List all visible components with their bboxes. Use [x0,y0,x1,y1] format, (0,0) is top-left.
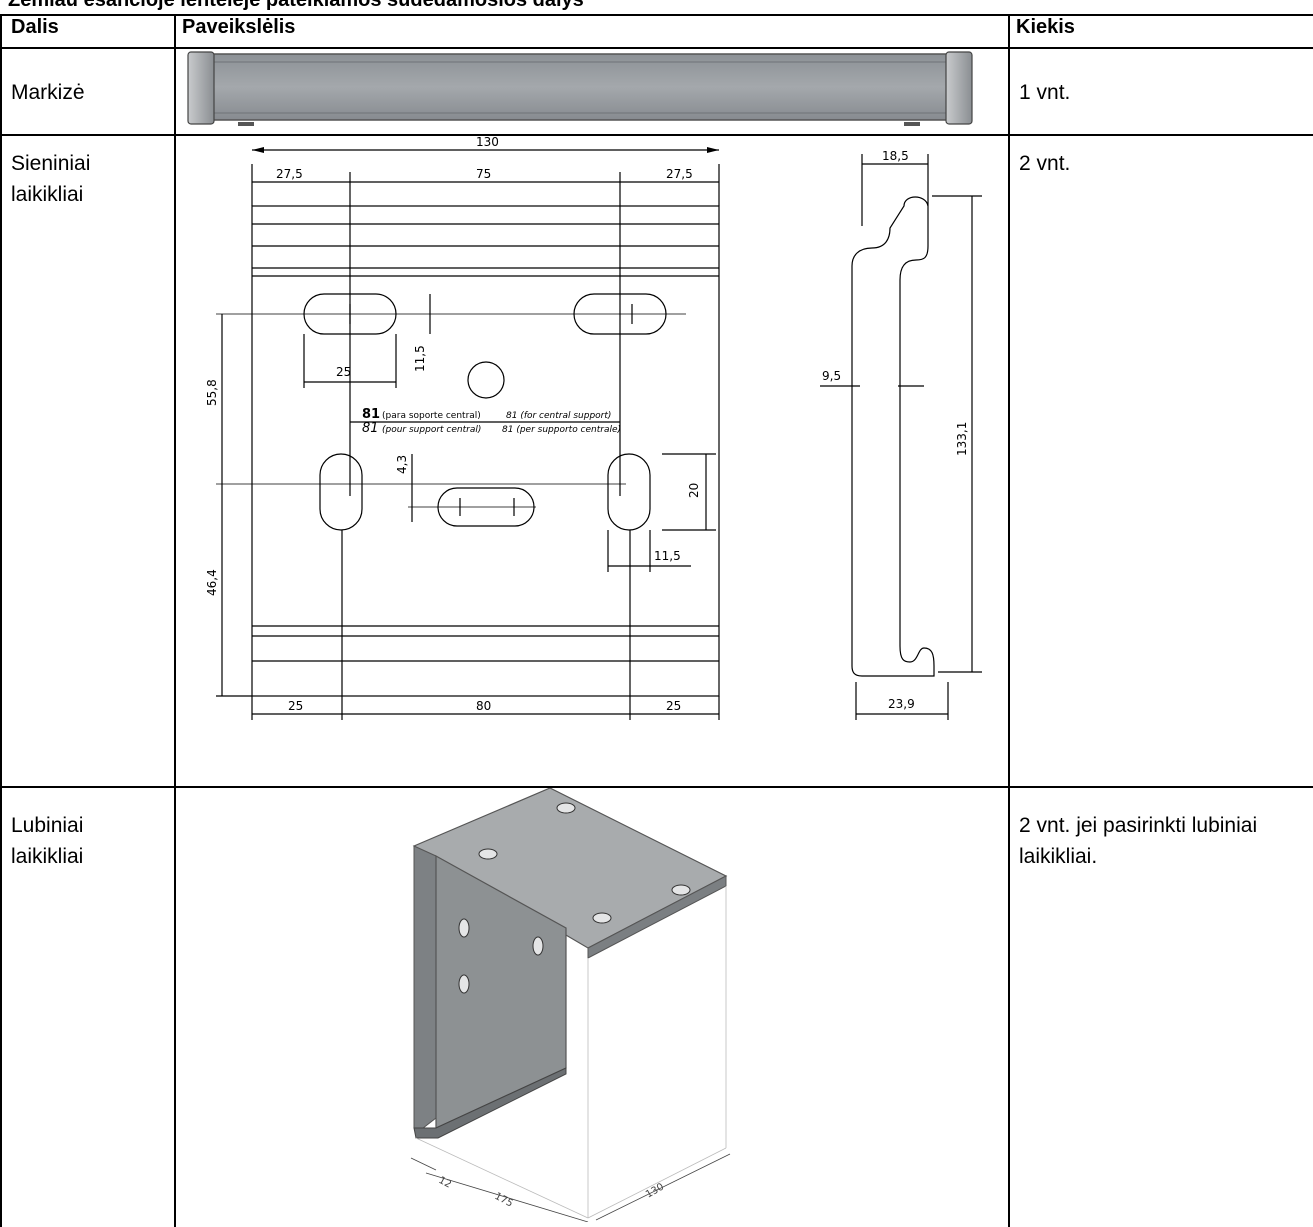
note-text-1a: (para soporte central) [382,411,481,421]
picture-cell [174,47,1010,136]
dim-width: 130 [476,136,499,149]
quantity: 1 vnt. [1008,47,1313,136]
note-num-1: 81 [362,407,380,422]
note-text-1b: 81 (for central support) [506,411,611,421]
note-text-2a: (pour support central) [382,425,481,435]
cut-off-heading: Žemiau esančioje lentelėje pateikiamos s… [8,0,584,11]
quantity-text: 2 vnt. [1019,152,1071,175]
dim-center-offset: 4,3 [395,455,409,474]
header-picture: Paveikslėlis [174,14,1010,49]
dim-hole-spacing: 75 [476,167,491,181]
dim-slot-width: 25 [336,365,351,379]
picture-cell: 12 175 130 [174,786,1010,1227]
part-name-text: Markizė [11,81,85,104]
quantity-text: 2 vnt. jei pasirinkti lubiniai laikiklia… [1019,814,1258,868]
dim-iso-length: 175 [493,1191,515,1210]
dim-profile-top: 18,5 [882,149,909,163]
header-part: Dalis [0,14,176,49]
dim-profile-bottom: 23,9 [888,697,915,711]
dim-profile-mid: 9,5 [822,369,841,383]
dim-vslot-width: 11,5 [654,549,681,563]
dim-bottom-right: 25 [666,699,681,713]
picture-cell: 130 27,5 75 27,5 [174,134,1010,788]
ceiling-bracket-image: 12 175 130 [410,787,731,1223]
wall-bracket-drawing: 130 27,5 75 27,5 [205,135,982,720]
part-name-text: Sieniniai laikikliai [11,152,91,206]
table-row-ceiling-brackets: Lubiniai laikikliai [0,786,1313,1227]
dim-iso-width: 130 [644,1182,666,1201]
table-row-wall-brackets: Sieniniai laikikliai 130 27,5 75 27,5 [0,134,1313,788]
quantity-text: 1 vnt. [1019,81,1071,104]
quantity: 2 vnt. [1008,134,1313,788]
note-num-2: 81 [362,421,379,436]
dim-vslot-height: 20 [687,483,701,498]
quantity: 2 vnt. jei pasirinkti lubiniai laikiklia… [1008,786,1313,1227]
dim-bottom-left: 25 [288,699,303,713]
part-name-text: Lubiniai laikikliai [11,814,84,868]
dim-left-margin: 27,5 [276,167,303,181]
table-header-row: Dalis Paveikslėlis Kiekis [0,14,1313,49]
table-row-awning: Markizė [0,47,1313,136]
dim-right-margin: 27,5 [666,167,693,181]
part-name: Lubiniai laikikliai [0,786,176,1227]
dim-height-upper: 55,8 [205,379,219,406]
note-text-2b: 81 (per supporto centrale) [502,425,621,435]
dim-iso-thickness: 12 [437,1175,453,1191]
dim-height-lower: 46,4 [205,569,219,596]
awning-image [187,51,973,126]
dim-slot-height: 11,5 [413,345,427,372]
part-name: Markizė [0,47,176,136]
dim-profile-height: 133,1 [955,422,969,456]
part-name: Sieniniai laikikliai [0,134,176,788]
header-quantity: Kiekis [1008,14,1313,49]
dim-bottom-mid: 80 [476,699,491,713]
parts-table: Dalis Paveikslėlis Kiekis Markizė [0,14,1313,1227]
